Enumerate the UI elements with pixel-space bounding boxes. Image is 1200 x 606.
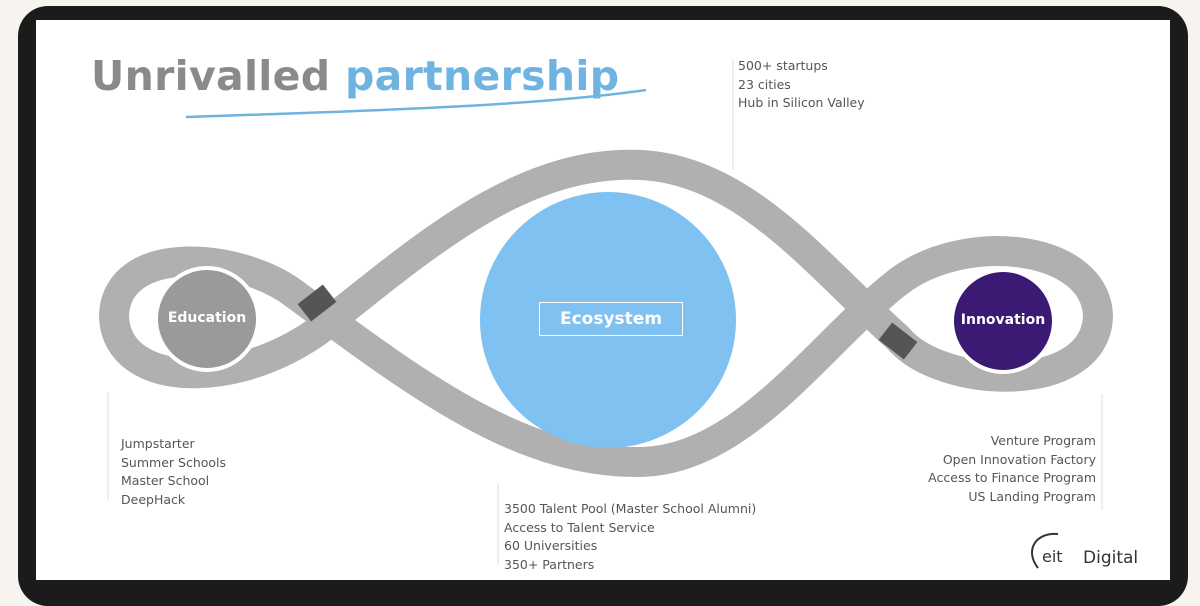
innovation-label: Innovation (960, 312, 1046, 328)
right-list: Venture Program Open Innovation Factory … (928, 432, 1096, 506)
title-word-1: Unrivalled (91, 52, 331, 100)
bottom-list: 3500 Talent Pool (Master School Alumni) … (504, 500, 756, 574)
list-item: US Landing Program (968, 488, 1096, 504)
list-item: 350+ Partners (504, 556, 595, 572)
top-list: 500+ startups 23 cities Hub in Silicon V… (738, 57, 865, 113)
right-crossing (878, 322, 918, 360)
title-word-2: partnership (345, 52, 620, 100)
list-item: Master School (121, 473, 210, 488)
left-crossing (297, 284, 337, 322)
list-item: Venture Program (990, 433, 1096, 448)
infinity-track-diagram (99, 60, 1113, 569)
logo-text: Digital (1083, 548, 1139, 568)
innovation-node (950, 268, 1056, 374)
ecosystem-node (480, 192, 736, 448)
list-item: Access to Talent Service (504, 519, 655, 535)
list-item: Open Innovation Factory (942, 451, 1096, 467)
slide: Unrivalled partnership Education Ecosyst… (36, 20, 1170, 580)
list-item: Hub in Silicon Valley (738, 95, 865, 110)
list-item: 60 Universities (504, 538, 598, 553)
eit-logo-icon (1031, 532, 1059, 569)
list-item: Jumpstarter (121, 436, 195, 451)
list-item: DeepHack (121, 491, 186, 507)
title-underline (185, 88, 647, 119)
list-item: 500+ startups (738, 58, 828, 73)
ecosystem-label: Ecosystem (539, 302, 683, 336)
infinity-track (99, 149, 1113, 478)
education-node (154, 266, 260, 372)
logo-mark: eit (1042, 547, 1063, 566)
education-label: Education (167, 310, 247, 326)
list-item: 23 cities (738, 76, 791, 92)
page-title: Unrivalled partnership (91, 52, 619, 100)
list-item: Summer Schools (121, 454, 227, 470)
list-item: Access to Finance Program (928, 470, 1096, 485)
left-list: Jumpstarter Summer Schools Master School… (121, 435, 226, 509)
list-item: 3500 Talent Pool (Master School Alumni) (504, 501, 757, 516)
